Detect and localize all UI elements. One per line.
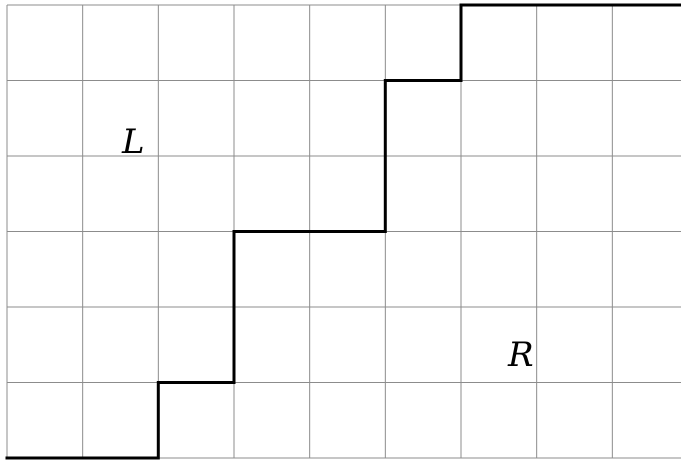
- region-label-right: R: [507, 335, 534, 375]
- staircase-path: [5, 3, 681, 460]
- region-label-left: L: [121, 122, 145, 162]
